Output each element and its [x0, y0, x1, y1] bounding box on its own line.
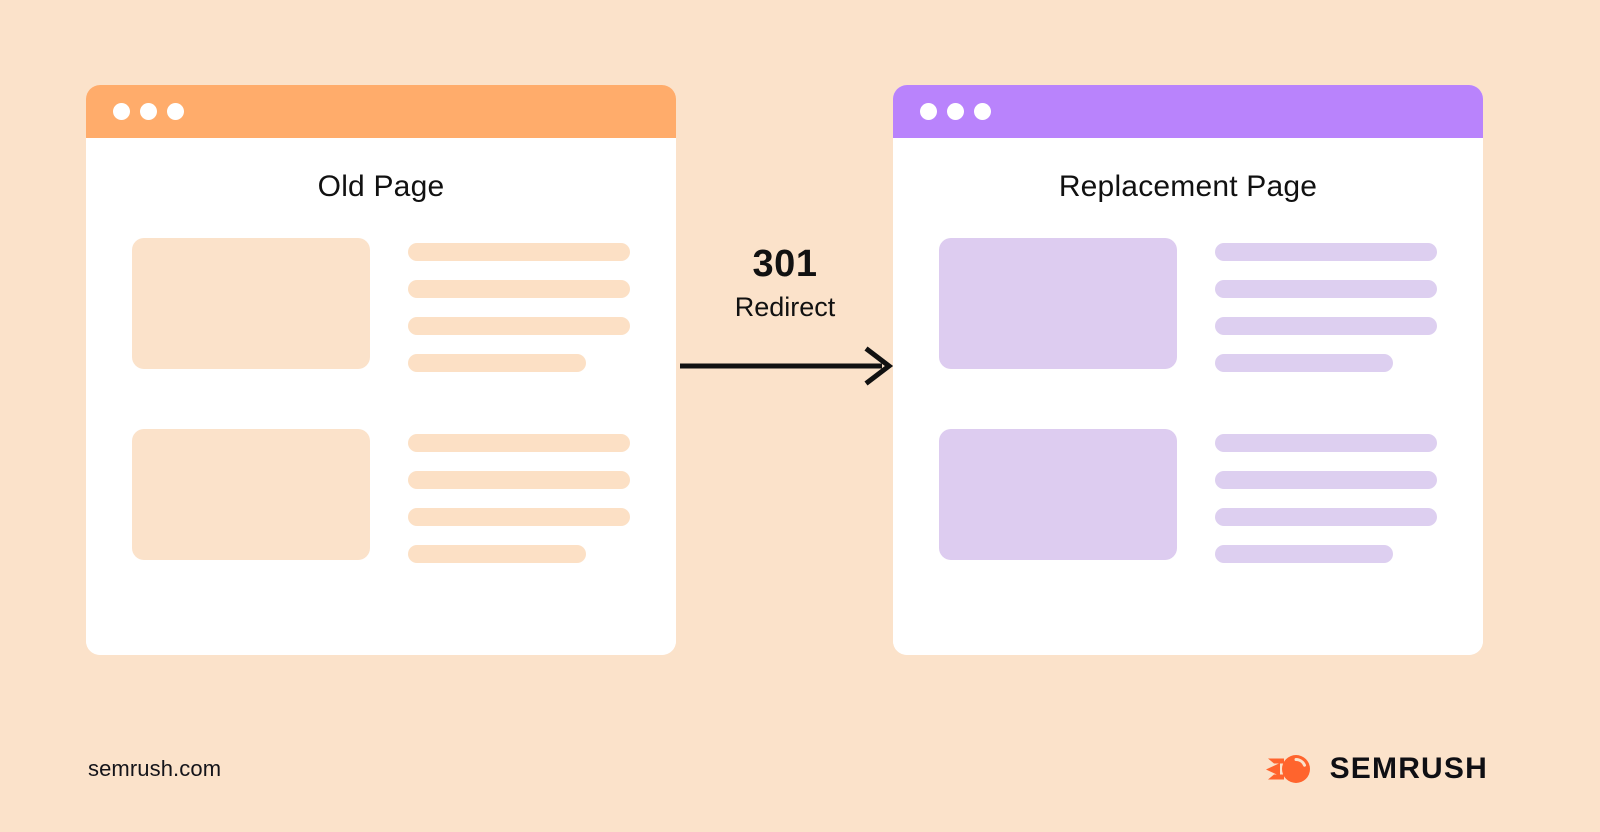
text-placeholder-line — [1215, 280, 1437, 298]
text-placeholder-line — [408, 317, 630, 335]
content-row — [893, 429, 1483, 563]
semrush-logo: SEMRUSH — [1265, 752, 1488, 786]
text-placeholder-line — [1215, 434, 1437, 452]
text-placeholder-line — [1215, 354, 1393, 372]
text-placeholder-line — [1215, 471, 1437, 489]
text-placeholder-line — [408, 434, 630, 452]
text-placeholder-line — [408, 508, 630, 526]
content-rows-old-page — [86, 238, 676, 563]
titlebar-old-page — [86, 85, 676, 138]
semrush-comet-icon — [1265, 755, 1310, 783]
text-placeholder-line — [1215, 317, 1437, 335]
text-placeholder-group — [1215, 238, 1437, 372]
image-placeholder — [132, 429, 370, 560]
content-row — [86, 429, 676, 563]
arrow-right-icon — [680, 346, 894, 386]
text-placeholder-group — [408, 238, 630, 372]
footer-domain-text: semrush.com — [88, 756, 222, 781]
window-body-replacement-page: Replacement Page — [893, 138, 1483, 655]
traffic-light-dot-icon — [974, 103, 991, 120]
redirect-status-code: 301 — [752, 243, 818, 285]
content-row — [86, 238, 676, 372]
redirect-label: Redirect — [734, 291, 836, 322]
window-body-old-page: Old Page — [86, 138, 676, 655]
text-placeholder-line — [408, 280, 630, 298]
page-title-replacement-page: Replacement Page — [1058, 170, 1318, 203]
titlebar-replacement-page — [893, 85, 1483, 138]
text-placeholder-line — [1215, 545, 1393, 563]
text-placeholder-group — [1215, 429, 1437, 563]
text-placeholder-line — [1215, 243, 1437, 261]
content-row — [893, 238, 1483, 372]
browser-window-old-page: Old Page — [86, 85, 676, 655]
traffic-light-dot-icon — [920, 103, 937, 120]
text-placeholder-line — [408, 471, 630, 489]
traffic-light-dot-icon — [113, 103, 130, 120]
text-placeholder-group — [408, 429, 630, 563]
image-placeholder — [132, 238, 370, 369]
traffic-light-dot-icon — [140, 103, 157, 120]
traffic-light-dot-icon — [947, 103, 964, 120]
text-placeholder-line — [408, 243, 630, 261]
text-placeholder-line — [408, 354, 586, 372]
image-placeholder — [939, 238, 1177, 369]
semrush-wordmark: SEMRUSH — [1329, 752, 1488, 785]
text-placeholder-line — [1215, 508, 1437, 526]
redirect-annotation: 301 Redirect — [676, 243, 894, 323]
image-placeholder — [939, 429, 1177, 560]
traffic-light-dot-icon — [167, 103, 184, 120]
content-rows-replacement-page — [893, 238, 1483, 563]
browser-window-replacement-page: Replacement Page — [893, 85, 1483, 655]
text-placeholder-line — [408, 545, 586, 563]
page-title-old-page: Old Page — [317, 170, 445, 203]
